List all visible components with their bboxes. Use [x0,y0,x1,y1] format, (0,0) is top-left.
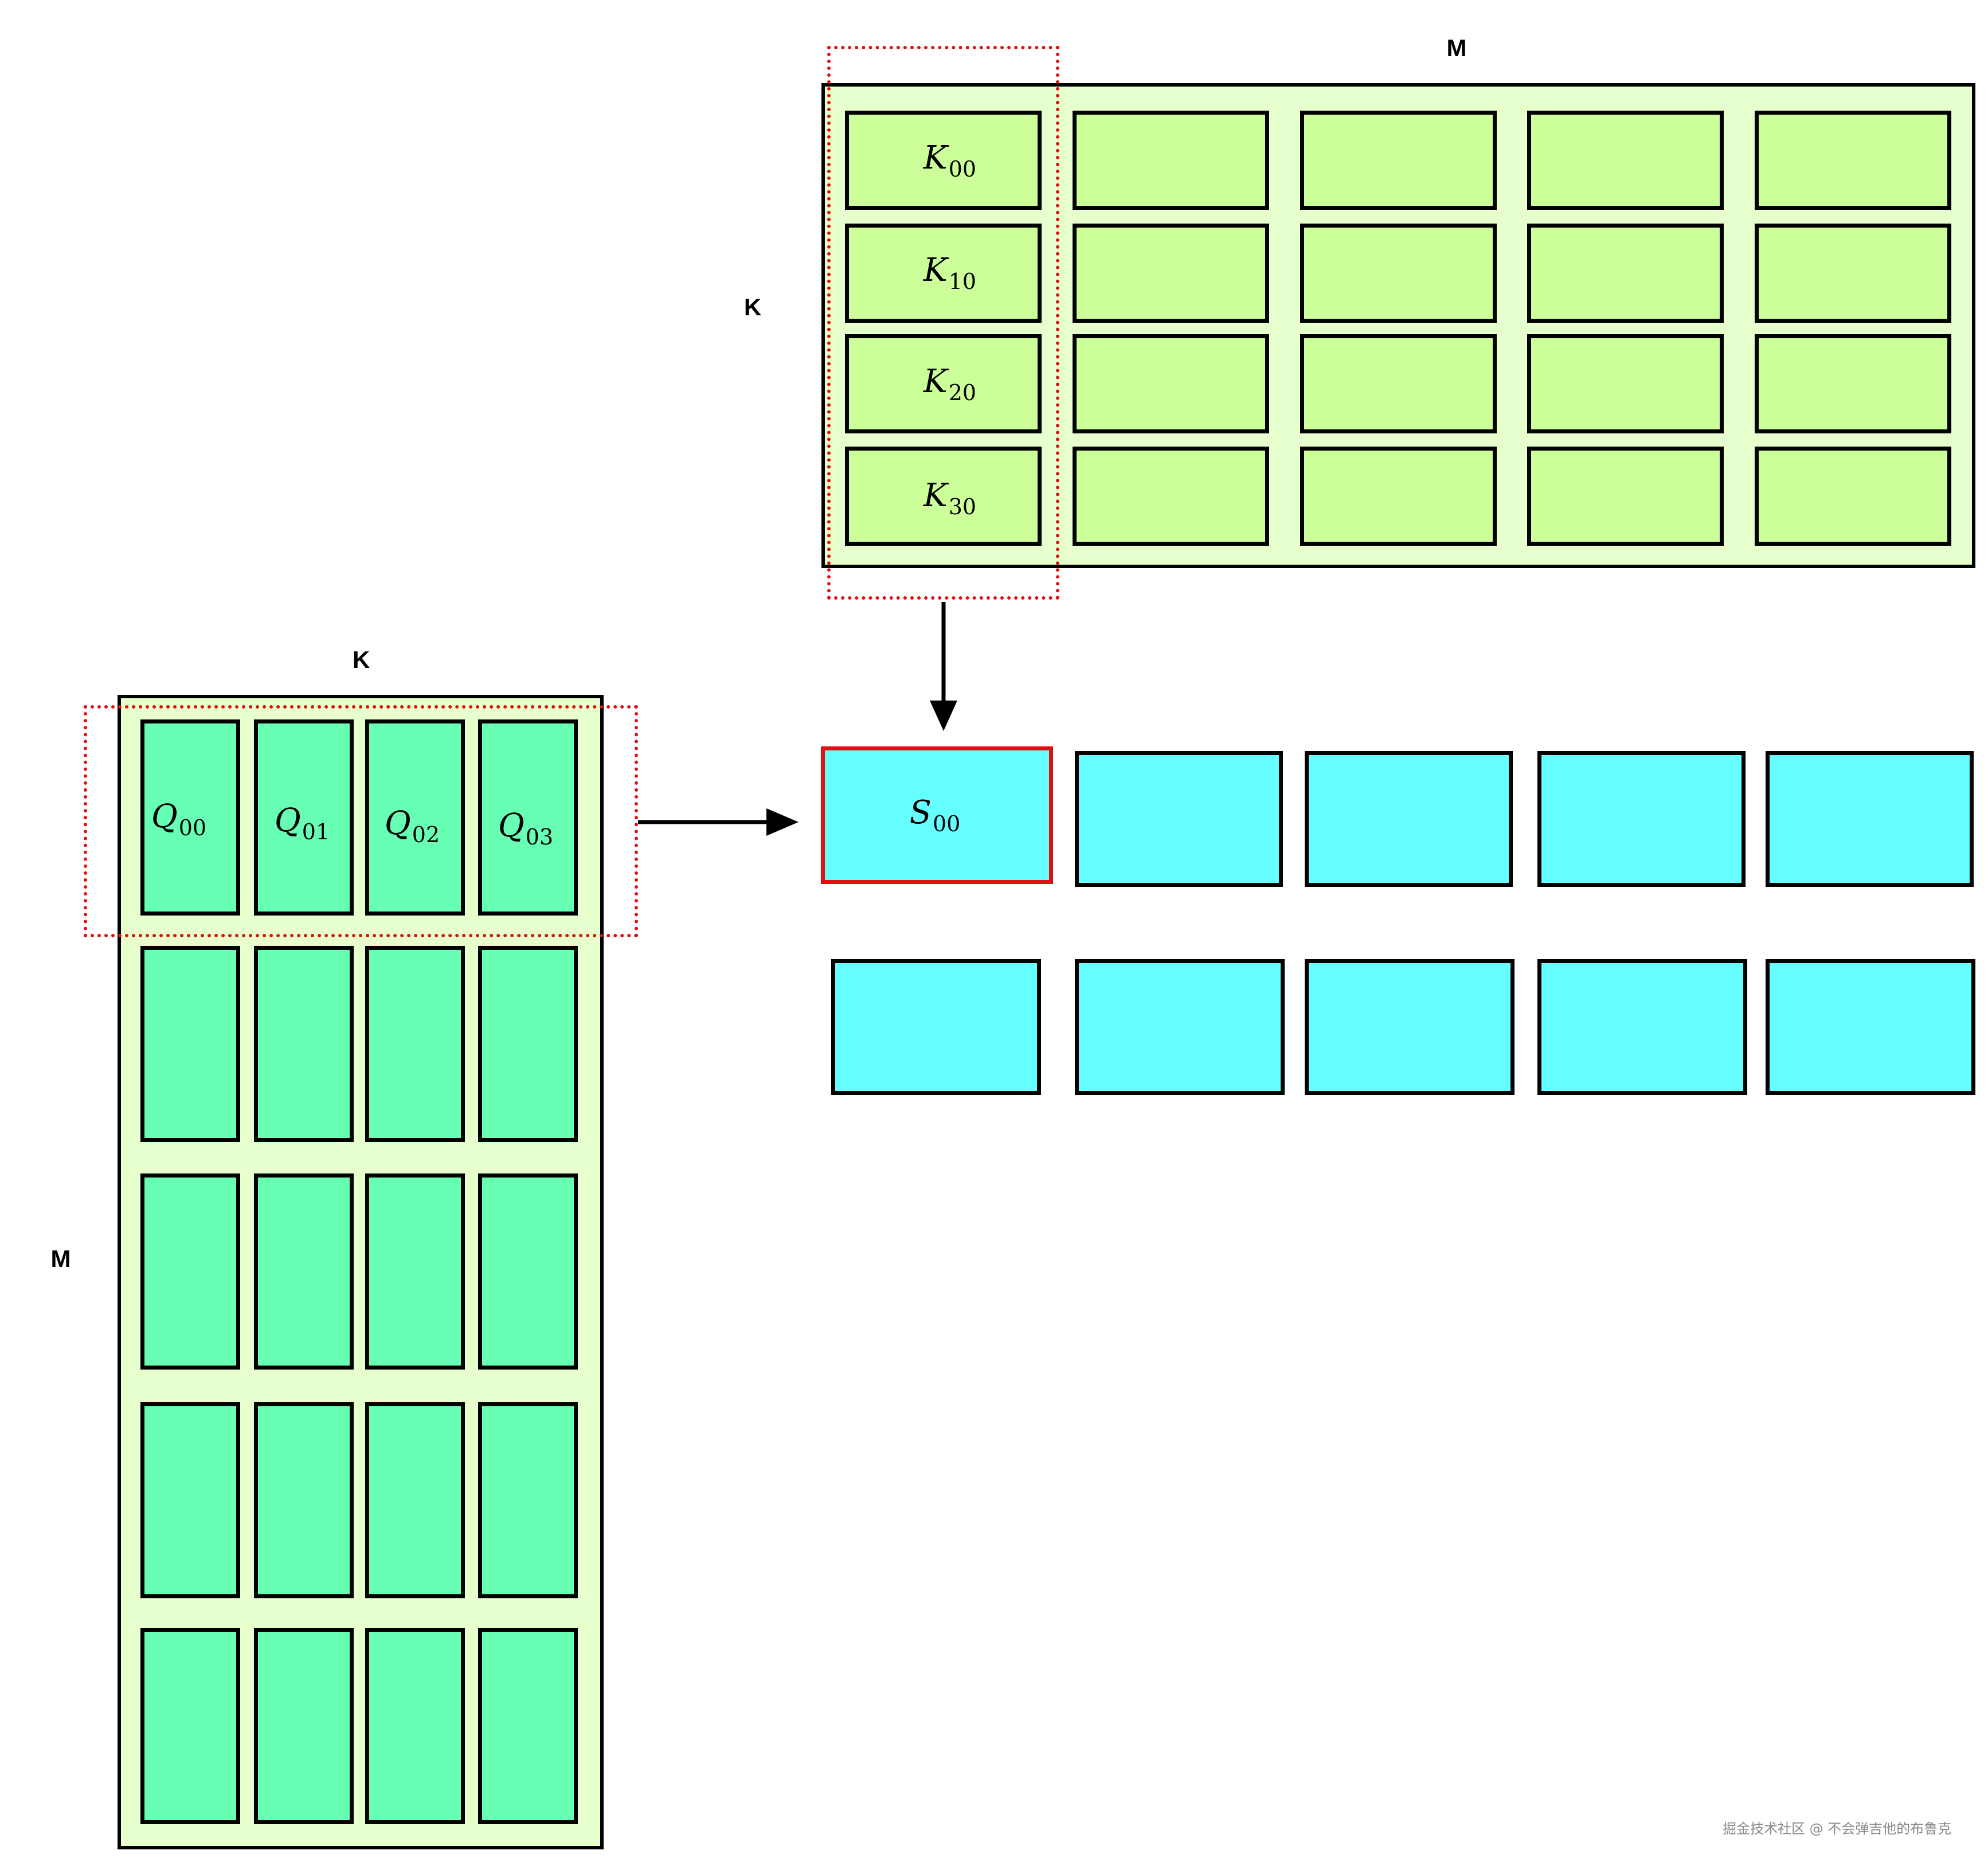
k-cell [1300,224,1497,323]
q-cell [140,1402,240,1598]
q-cell [478,1402,578,1598]
k10-symbol: K10 [923,252,977,294]
q-cell [365,946,465,1142]
k-cell [845,447,1042,546]
k-matrix-top-axis-label: M [1446,34,1467,61]
q-cell [254,719,354,916]
q-cell [140,1173,240,1370]
q-cell [478,719,578,916]
k-cell [1527,224,1724,323]
s00-symbol: S00 [909,794,961,836]
s-cell [1766,959,1975,1095]
k-to-s-arrowhead [930,701,957,731]
k30-symbol: K30 [923,477,977,519]
k-cell [1300,111,1497,210]
q-cell [365,719,465,916]
s-cell-highlighted [821,746,1053,884]
k-cell [1073,111,1269,210]
q-cell [254,1628,354,1824]
k-cell [1073,447,1269,546]
q00-symbol: Q00 [151,798,207,840]
q-cell [140,1628,240,1824]
k-cell [1755,111,1951,210]
q-cell [254,1173,354,1370]
q01-symbol: Q01 [274,802,330,844]
q-cell [254,1402,354,1598]
k-cell [1755,224,1951,323]
q-cell [365,1173,465,1370]
q-cell [478,1628,578,1824]
q-row-highlight [84,705,638,937]
k-cell [845,111,1042,210]
k-cell [845,334,1042,433]
q02-symbol: Q02 [384,805,440,847]
k-cell [1755,334,1951,433]
k-matrix-left-axis-label: K [743,294,762,320]
q-cell [140,719,240,916]
q-cell [478,946,578,1142]
q-cell [365,1628,465,1824]
q-matrix-left-axis-label: M [50,1245,71,1272]
k-cell [1527,334,1724,433]
k-cell [845,224,1042,323]
s-cell [831,959,1041,1095]
q-cell [254,946,354,1142]
k-cell [1300,334,1497,433]
k-column-highlight [827,46,1059,600]
s-cell [1537,959,1747,1095]
q-cell [140,946,240,1142]
k20-symbol: K20 [923,363,977,405]
q-cell [478,1173,578,1370]
k-cell [1073,224,1269,323]
s-cell [1305,751,1513,887]
watermark: 掘金技术社区 @ 不会弹吉他的布鲁克 [1723,1821,1952,1837]
q-to-s-arrowhead [766,808,799,836]
s-cell [1075,959,1285,1095]
q-cell [365,1402,465,1598]
k-cell [1527,111,1724,210]
s-cell [1537,751,1746,887]
s-cell [1305,959,1515,1095]
k-cell [1073,334,1269,433]
k-cell [1755,447,1951,546]
k-cell [1300,447,1497,546]
s-cell [1766,751,1974,887]
s-cell [1075,751,1283,887]
q03-symbol: Q03 [498,807,554,850]
k00-symbol: K00 [923,139,977,182]
q-matrix-top-axis-label: K [352,646,370,673]
k-cell [1527,447,1724,546]
